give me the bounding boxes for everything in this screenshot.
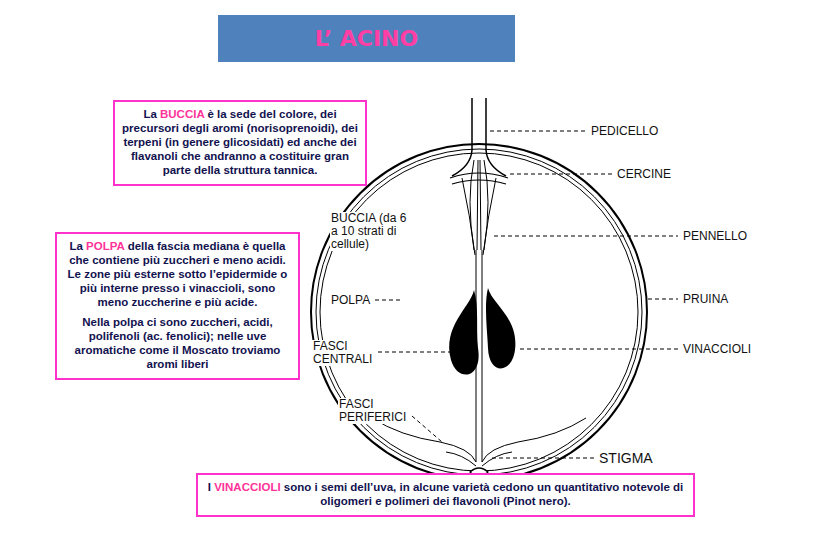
leader-line xyxy=(492,458,594,459)
part-label: STIGMA xyxy=(598,450,654,466)
title-text: L’ ACINO xyxy=(315,26,418,51)
box-text: Nella polpa ci sono zuccheri, acidi, pol… xyxy=(64,315,291,371)
leader-line xyxy=(494,236,678,237)
leader-line xyxy=(520,349,678,350)
pedicel xyxy=(452,98,506,176)
leader-line xyxy=(378,352,474,353)
seed-right xyxy=(486,288,515,369)
box-text: La POLPA della fascia mediana è quella c… xyxy=(64,239,291,309)
pennello-brush xyxy=(462,160,496,255)
leader-line xyxy=(412,416,442,442)
part-label: CERCINE xyxy=(616,168,672,181)
text-box: I VINACCIOLI sono i semi dell’uva, in al… xyxy=(196,473,695,517)
box-text: I VINACCIOLI sono i semi dell’uva, in al… xyxy=(205,480,686,508)
part-label: VINACCIOLI xyxy=(682,343,752,356)
part-label: FASCI PERIFERICI xyxy=(338,398,412,424)
cercine-ring xyxy=(450,173,508,184)
title-box: L’ ACINO xyxy=(218,15,515,62)
part-label: PEDICELLO xyxy=(590,125,659,138)
part-label: PRUINA xyxy=(682,293,729,306)
berry-outline xyxy=(311,144,647,480)
leader-line xyxy=(375,300,400,301)
part-label: POLPA xyxy=(330,294,371,307)
peripheral-bundles xyxy=(372,418,586,466)
leader-line xyxy=(648,299,678,300)
highlight-word: POLPA xyxy=(86,240,124,252)
text-box: La POLPA della fascia mediana è quella c… xyxy=(55,232,300,380)
box-text: La BUCCIA è la sede del colore, dei prec… xyxy=(122,107,358,177)
skin-layer xyxy=(316,149,642,475)
highlight-word: BUCCIA xyxy=(160,108,204,120)
skin-inner xyxy=(320,153,638,471)
leader-lines xyxy=(375,131,678,458)
leader-line xyxy=(510,174,612,175)
seed-left xyxy=(449,290,478,375)
text-box: La BUCCIA è la sede del colore, dei prec… xyxy=(113,100,367,186)
leader-line xyxy=(490,131,585,132)
part-label: BUCCIA (da 6 a 10 strati di cellule) xyxy=(330,212,410,251)
part-label: FASCI CENTRALI xyxy=(312,340,378,366)
highlight-word: VINACCIOLI xyxy=(214,481,280,493)
part-label: PENNELLO xyxy=(682,230,748,243)
